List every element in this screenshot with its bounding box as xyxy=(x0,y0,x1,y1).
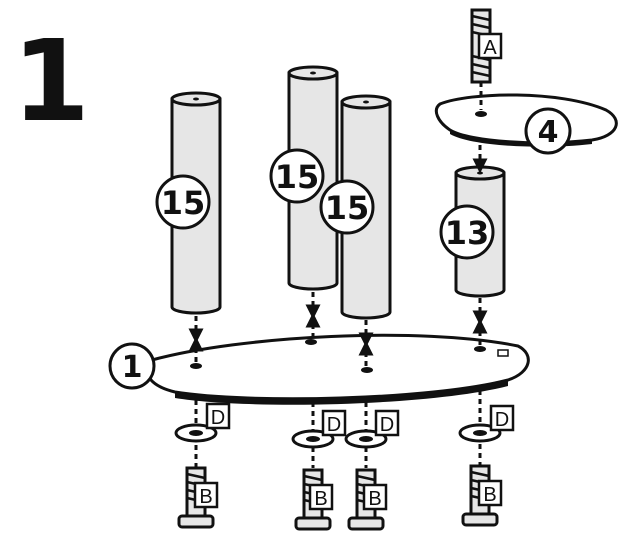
screw-bottom-2: B xyxy=(294,468,334,531)
badge-base-plate: 1 xyxy=(108,342,156,390)
hole xyxy=(474,346,486,352)
screw-bottom-1: B xyxy=(177,466,219,529)
svg-text:B: B xyxy=(368,488,381,510)
screw-top: A xyxy=(470,8,503,84)
svg-text:15: 15 xyxy=(275,158,320,196)
badge-post-2: 15 xyxy=(269,148,325,204)
badge-post-3: 15 xyxy=(319,179,375,235)
svg-text:B: B xyxy=(314,488,327,510)
washer-2: D xyxy=(291,409,347,449)
base-plate xyxy=(145,333,530,405)
screw-bottom-4: B xyxy=(461,464,503,527)
badge-post-short: 13 xyxy=(439,204,495,260)
washer-1: D xyxy=(174,402,231,443)
svg-text:1: 1 xyxy=(122,350,143,385)
badge-top-plate: 4 xyxy=(524,107,572,155)
svg-text:D: D xyxy=(327,414,341,436)
hole xyxy=(361,367,373,373)
hole xyxy=(305,339,317,345)
plate-marker xyxy=(497,349,509,357)
base-plate-edge xyxy=(175,380,508,405)
screw-bottom-3: B xyxy=(347,468,388,531)
svg-text:4: 4 xyxy=(538,115,559,150)
badge-post-1: 15 xyxy=(155,174,211,230)
svg-text:D: D xyxy=(495,409,509,431)
svg-text:D: D xyxy=(380,414,394,436)
svg-text:B: B xyxy=(199,486,212,508)
label-screw-top: A xyxy=(483,37,497,59)
washer-4: D xyxy=(458,404,515,443)
hole xyxy=(190,363,202,369)
svg-text:15: 15 xyxy=(325,189,370,227)
step-number: 1 xyxy=(12,17,90,147)
svg-text:15: 15 xyxy=(161,184,206,222)
svg-text:D: D xyxy=(211,407,225,429)
svg-text:13: 13 xyxy=(445,214,490,252)
hole xyxy=(475,111,487,117)
washer-3: D xyxy=(344,409,400,449)
svg-text:B: B xyxy=(483,484,496,506)
